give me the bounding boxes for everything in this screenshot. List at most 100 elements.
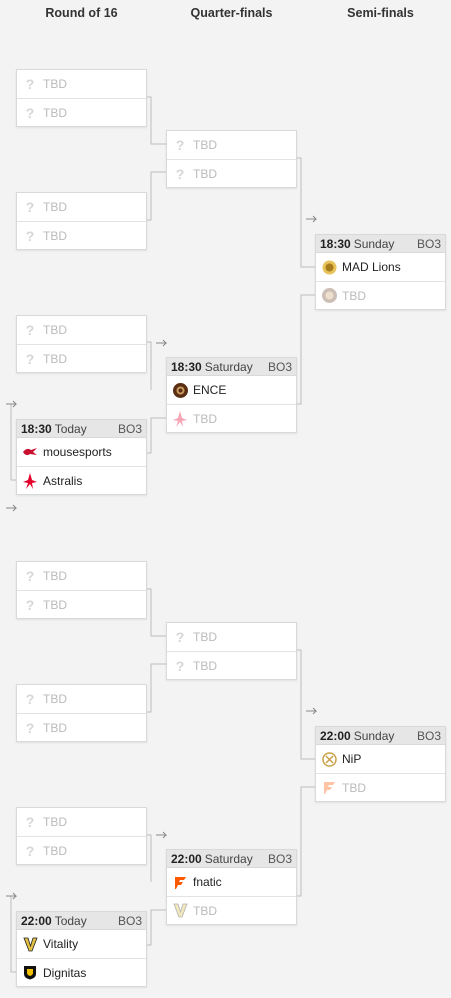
match-format: BO3 <box>267 851 292 866</box>
team-slot: ? TBD <box>167 159 296 187</box>
team-name: TBD <box>43 200 67 214</box>
question-mark-icon: ? <box>25 227 35 244</box>
match-format: BO3 <box>416 728 441 743</box>
sf-match-mad-lions[interactable]: 18:30 Sunday BO3 MAD Lions TBD <box>315 234 446 310</box>
fnatic-logo-icon <box>321 780 337 796</box>
match-day: Today <box>54 421 87 436</box>
question-mark-icon: ? <box>25 691 35 707</box>
team-slot: ? TBD <box>17 344 146 372</box>
team-slot: ? TBD <box>17 98 146 126</box>
team-name: NiP <box>342 752 362 766</box>
fnatic-logo-icon <box>172 874 188 890</box>
astralis-logo-icon <box>22 472 38 489</box>
qf-match-fnatic[interactable]: 22:00 Saturday BO3 fnatic TBD <box>166 849 297 925</box>
vitality-logo-icon <box>22 936 38 952</box>
match-time: 22:00 <box>320 728 351 743</box>
round-title-sf: Semi-finals <box>347 6 414 20</box>
team-name: TBD <box>43 569 67 583</box>
team-slot: ? TBD <box>17 808 146 836</box>
match-header: 18:30 Saturday BO3 <box>167 358 296 376</box>
r16-match-1[interactable]: ? TBD ? TBD <box>16 69 147 127</box>
team-slot-astralis[interactable]: Astralis <box>17 466 146 494</box>
team-name: TBD <box>193 166 217 181</box>
team-slot-mad-lions[interactable]: MAD Lions <box>316 253 445 281</box>
question-mark-icon: ? <box>25 199 35 215</box>
nip-logo-icon <box>321 751 337 767</box>
team-slot-dignitas[interactable]: Dignitas <box>17 958 146 986</box>
team-name: Vitality <box>43 937 79 951</box>
r16-match-vitality-dignitas[interactable]: 22:00 Today BO3 Vitality Dignitas <box>16 911 147 987</box>
question-mark-icon: ? <box>25 104 35 121</box>
question-mark-icon: ? <box>25 719 35 736</box>
team-name: fnatic <box>193 875 222 889</box>
team-slot: ? TBD <box>17 316 146 344</box>
question-mark-icon: ? <box>25 568 35 584</box>
team-name: TBD <box>43 597 67 612</box>
match-time: 18:30 <box>21 421 52 436</box>
question-mark-icon: ? <box>175 137 185 153</box>
r16-match-6[interactable]: ? TBD ? TBD <box>16 684 147 742</box>
qf-match-1[interactable]: ? TBD ? TBD <box>166 130 297 188</box>
match-time: 18:30 <box>171 359 202 374</box>
team-slot-fnatic[interactable]: fnatic <box>167 868 296 896</box>
match-time: 18:30 <box>320 236 351 251</box>
qf-match-3[interactable]: ? TBD ? TBD <box>166 622 297 680</box>
team-name: TBD <box>43 77 67 91</box>
vitality-logo-icon <box>172 903 188 919</box>
match-format: BO3 <box>416 236 441 251</box>
team-name: mousesports <box>43 445 112 459</box>
question-mark-icon: ? <box>25 322 35 338</box>
team-slot: ? TBD <box>167 623 296 651</box>
match-header: 22:00 Sunday BO3 <box>316 727 445 745</box>
match-header: 18:30 Today BO3 <box>17 420 146 438</box>
question-mark-icon: ? <box>25 842 35 859</box>
team-slot: ? TBD <box>17 562 146 590</box>
r16-match-2[interactable]: ? TBD ? TBD <box>16 192 147 250</box>
match-time: 22:00 <box>21 913 52 928</box>
question-mark-icon: ? <box>175 657 185 674</box>
match-day: Sunday <box>353 728 395 743</box>
r16-match-mousesports-astralis[interactable]: 18:30 Today BO3 mousesports Astralis <box>16 419 147 495</box>
team-slot: TBD <box>316 773 445 801</box>
team-name: TBD <box>193 658 217 673</box>
mad-lions-logo-icon <box>321 259 337 275</box>
team-name: TBD <box>43 105 67 120</box>
team-name: TBD <box>43 843 67 858</box>
team-name: TBD <box>43 351 67 366</box>
r16-match-5[interactable]: ? TBD ? TBD <box>16 561 147 619</box>
team-slot: ? TBD <box>17 590 146 618</box>
team-slot: TBD <box>167 404 296 432</box>
team-slot: ? TBD <box>17 713 146 741</box>
ence-logo-icon <box>172 382 188 398</box>
team-name: TBD <box>43 228 67 243</box>
team-slot: ? TBD <box>17 685 146 713</box>
team-name: TBD <box>193 138 217 152</box>
round-title-qf: Quarter-finals <box>190 6 273 20</box>
team-name: TBD <box>342 288 366 303</box>
team-slot-nip[interactable]: NiP <box>316 745 445 773</box>
team-slot-vitality[interactable]: Vitality <box>17 930 146 958</box>
match-format: BO3 <box>117 913 142 928</box>
match-format: BO3 <box>267 359 292 374</box>
r16-match-3[interactable]: ? TBD ? TBD <box>16 315 147 373</box>
qf-match-ence[interactable]: 18:30 Saturday BO3 ENCE TBD <box>166 357 297 433</box>
match-day: Sunday <box>353 236 395 251</box>
team-name: TBD <box>43 323 67 337</box>
question-mark-icon: ? <box>175 629 185 645</box>
team-name: MAD Lions <box>342 260 401 274</box>
astralis-logo-icon <box>172 410 188 427</box>
team-name: Dignitas <box>43 965 87 980</box>
ence-logo-icon <box>321 288 337 304</box>
team-name: TBD <box>43 815 67 829</box>
team-slot-ence[interactable]: ENCE <box>167 376 296 404</box>
r16-match-7[interactable]: ? TBD ? TBD <box>16 807 147 865</box>
team-slot-mousesports[interactable]: mousesports <box>17 438 146 466</box>
round-title-r16: Round of 16 <box>45 6 118 20</box>
team-name: TBD <box>193 903 217 918</box>
team-name: Astralis <box>43 473 83 488</box>
dignitas-logo-icon <box>22 965 38 981</box>
sf-match-nip[interactable]: 22:00 Sunday BO3 NiP TBD <box>315 726 446 802</box>
question-mark-icon: ? <box>175 165 185 182</box>
question-mark-icon: ? <box>25 350 35 367</box>
